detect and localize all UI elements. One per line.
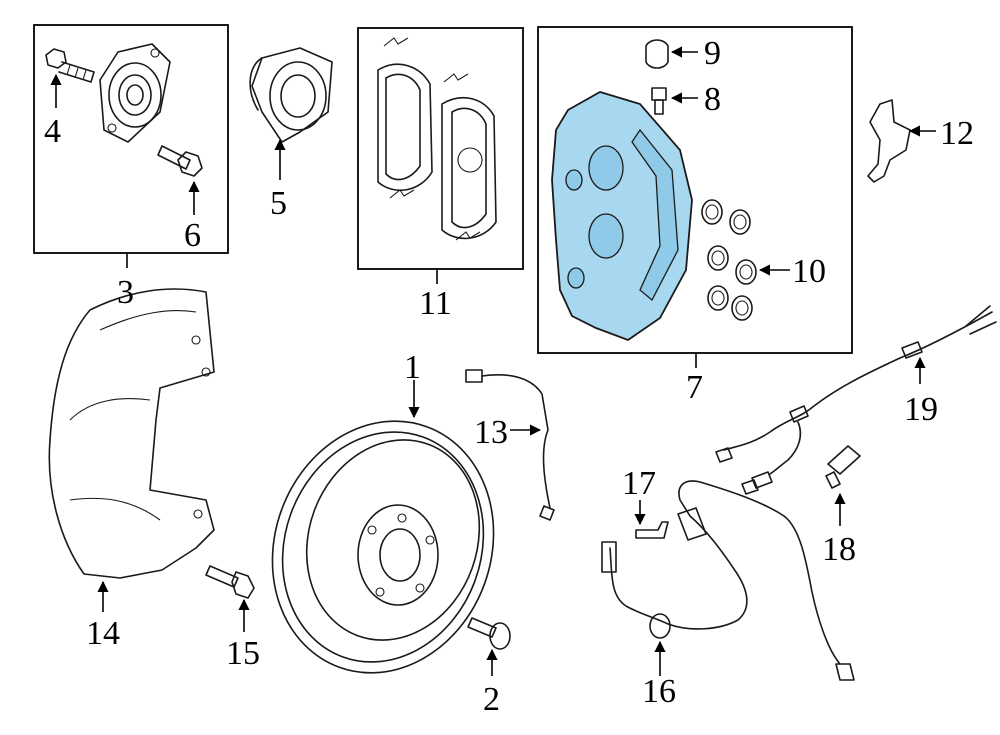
label-18: 18 — [822, 531, 856, 568]
part-14-dust-shield[interactable] — [48, 288, 215, 579]
label-6: 6 — [184, 217, 201, 254]
label-17: 17 — [622, 465, 656, 502]
part-8-bleeder-screw[interactable] — [651, 87, 667, 115]
label-9: 9 — [704, 35, 721, 72]
label-16: 16 — [642, 673, 676, 710]
part-5-wheel-hub[interactable] — [249, 47, 333, 143]
label-8: 8 — [704, 81, 721, 118]
part-11-brake-pads[interactable] — [377, 37, 497, 241]
part-12-bracket-clip[interactable] — [867, 99, 911, 183]
label-14: 14 — [86, 615, 120, 652]
part-2-bolt[interactable] — [467, 617, 511, 650]
label-19: 19 — [904, 391, 938, 428]
group-box-3 — [33, 24, 229, 254]
label-5: 5 — [270, 185, 287, 222]
part-3-hub-bearing[interactable] — [99, 43, 171, 143]
part-15-bolt[interactable] — [205, 565, 255, 599]
label-12: 12 — [940, 115, 974, 152]
part-16-brake-hose[interactable] — [601, 480, 855, 681]
label-3: 3 — [117, 274, 134, 311]
part-19-sensor-harness[interactable] — [715, 305, 997, 495]
part-18-wheel-speed-sensor[interactable] — [825, 445, 861, 489]
group-box-11 — [357, 27, 524, 270]
label-4: 4 — [44, 113, 61, 150]
label-10: 10 — [792, 253, 826, 290]
label-1: 1 — [404, 349, 421, 386]
label-13: 13 — [474, 414, 508, 451]
label-2: 2 — [483, 681, 500, 718]
group-box-7 — [537, 26, 853, 354]
part-6-bolt[interactable] — [157, 145, 203, 177]
part-9-bleeder-cap[interactable] — [645, 39, 669, 69]
label-11: 11 — [419, 285, 452, 322]
label-15: 15 — [226, 635, 260, 672]
part-4-bolt[interactable] — [45, 48, 95, 83]
part-17-hose-clip[interactable] — [635, 521, 669, 539]
part-10-caliper-seals[interactable] — [701, 199, 757, 321]
part-1-brake-rotor[interactable] — [238, 390, 529, 704]
part-7-brake-caliper[interactable] — [551, 91, 693, 342]
label-7: 7 — [686, 369, 703, 406]
part-13-pad-wear-sensor[interactable] — [465, 369, 555, 521]
